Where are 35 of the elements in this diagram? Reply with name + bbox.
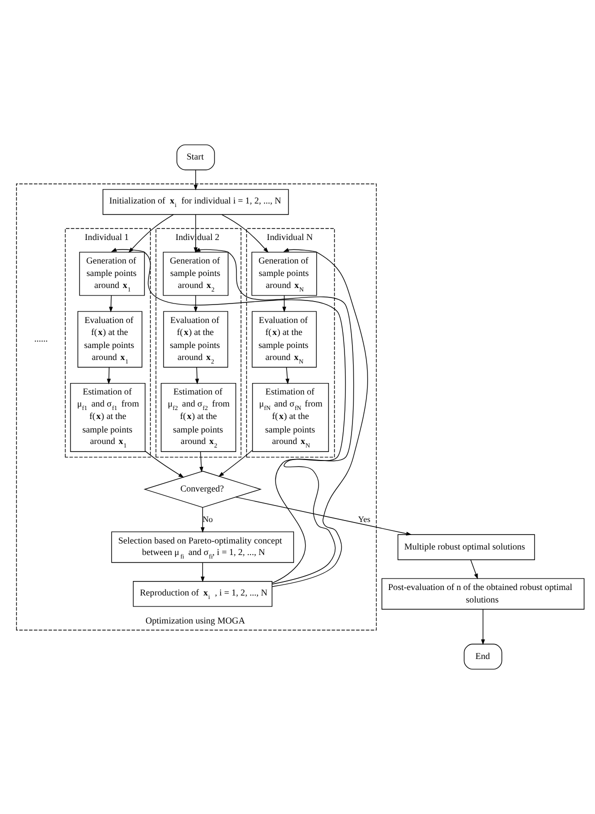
arrow bbox=[199, 451, 204, 472]
arrow bbox=[235, 496, 412, 536]
arrow bbox=[282, 295, 286, 312]
node-box: Multiple robust optimal solutions bbox=[398, 534, 535, 560]
arrow bbox=[194, 214, 198, 254]
arrow bbox=[195, 366, 200, 384]
arrow bbox=[272, 248, 368, 587]
arrow bbox=[200, 562, 205, 582]
arrow bbox=[194, 295, 198, 312]
node-box: Evaluation of f(x) at the sample points around x$_{1}$ bbox=[77, 311, 142, 368]
node-box: Generation of sample points around x$_{N}$ bbox=[251, 252, 318, 296]
node-box: Initialization of x$_{i}$ for individual i = 1, 2, ..., N bbox=[102, 189, 289, 215]
node-box: Estimation of μ$_{fN}$ and σ$_{fN}$ from f(x) at the sample points around x$_{N}$ bbox=[252, 382, 329, 452]
arrow bbox=[285, 366, 290, 384]
node-box: End bbox=[464, 644, 502, 670]
arrow bbox=[200, 507, 205, 533]
node-box: Estimation of μ$_{f1}$ and σ$_{f1}$ from f(x) at the sample points around x$_{1}$ bbox=[70, 382, 146, 452]
node-box: Evaluation of f(x) at the sample points around x$_{2}$ bbox=[163, 311, 228, 368]
label: ...... bbox=[34, 334, 48, 344]
arrow bbox=[481, 609, 485, 645]
arrow bbox=[106, 366, 111, 384]
node-box: Reproduction of x$_{i}$ , i = 1, 2, ..., N bbox=[132, 581, 272, 607]
node-box: Generation of sample points around x$_{1}$ bbox=[79, 252, 145, 296]
arrow bbox=[194, 248, 354, 584]
node-box: Start bbox=[176, 144, 215, 170]
node-box: Post-evaluation of n of the obtained robust optimal solutions bbox=[382, 578, 584, 610]
arrow bbox=[109, 295, 113, 312]
node-box: Evaluation of f(x) at the sample points around x$_{N}$ bbox=[252, 311, 317, 368]
node-box: Estimation of μ$_{f2}$ and σ$_{f2}$ from f(x) at the sample points around x$_{2}$ bbox=[160, 382, 236, 452]
arrow bbox=[144, 450, 184, 478]
arrow bbox=[194, 170, 198, 190]
arrow bbox=[218, 450, 253, 477]
node-box: Selection based on Pareto-optimality concept between μ$_{fi}$ and σ$_{fi}$, i = 1, 2, ..., N bbox=[111, 531, 294, 563]
arrow bbox=[470, 559, 478, 580]
node-box: Generation of sample points around x$_{2}$ bbox=[162, 252, 228, 296]
